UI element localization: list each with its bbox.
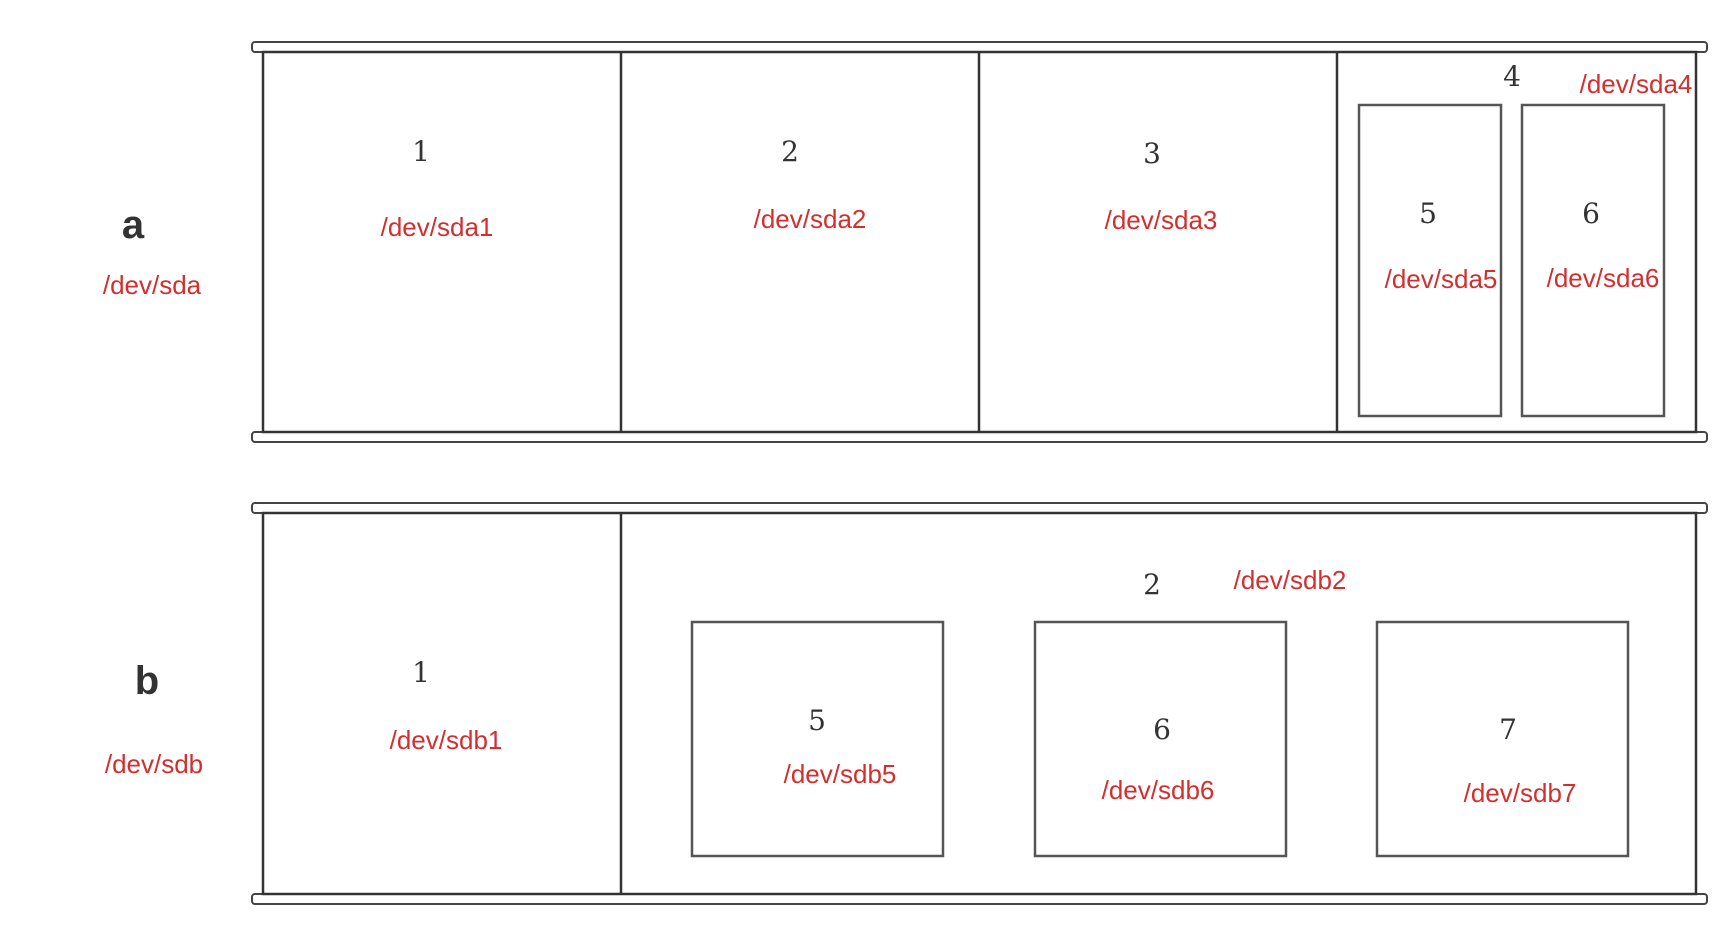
partition-number: 3 — [1143, 137, 1161, 170]
disk-a-partition-1: 1 /dev/sda1 — [381, 135, 494, 242]
partition-device: /dev/sda1 — [381, 212, 494, 242]
logical-number: 7 — [1499, 713, 1517, 746]
disk-b-partition-1: 1 /dev/sdb1 — [390, 656, 503, 755]
disk-a-logical-5-box — [1357, 103, 1503, 418]
disk-a-partition-3: 3 /dev/sda3 — [1105, 137, 1218, 235]
partition-device: /dev/sdb1 — [390, 725, 503, 755]
disk-a-partition-2: 2 /dev/sda2 — [754, 135, 867, 234]
logical-number: 5 — [808, 704, 826, 737]
disk-a-letter: a — [122, 203, 145, 247]
logical-device: /dev/sda6 — [1547, 263, 1660, 293]
disk-b: b /dev/sdb 1 /dev/sdb1 2 /dev/sdb2 5 /de… — [105, 502, 1708, 905]
partition-number: 4 — [1503, 60, 1521, 93]
disk-b-logical-5-box — [690, 620, 945, 858]
disk-a-top-rail — [251, 41, 1708, 53]
logical-number: 5 — [1419, 197, 1437, 230]
partition-device: /dev/sdb2 — [1234, 565, 1347, 595]
partition-device: /dev/sda2 — [754, 204, 867, 234]
partition-device: /dev/sda3 — [1105, 205, 1218, 235]
disk-a-bottom-rail — [251, 431, 1708, 443]
disk-a: a /dev/sda 1 /dev/sda1 2 /dev/sda2 3 /de… — [103, 41, 1708, 443]
disk-b-partition-2-extended: 2 /dev/sdb2 5 /dev/sdb5 6 /dev/sdb6 7 /d… — [690, 565, 1630, 858]
disk-b-letter: b — [135, 659, 159, 703]
disk-b-bottom-rail — [251, 893, 1708, 905]
partition-number: 1 — [412, 135, 430, 168]
logical-device: /dev/sda5 — [1385, 264, 1498, 294]
partition-number: 1 — [412, 656, 430, 689]
partition-device: /dev/sda4 — [1580, 69, 1693, 99]
logical-device: /dev/sdb7 — [1464, 778, 1577, 808]
logical-number: 6 — [1582, 197, 1600, 230]
disk-b-logical-6-box — [1033, 620, 1288, 858]
logical-device: /dev/sdb5 — [784, 759, 897, 789]
disk-a-device: /dev/sda — [103, 270, 202, 300]
disk-b-logical-7-box — [1375, 620, 1630, 858]
partition-number: 2 — [781, 135, 799, 168]
partition-number: 2 — [1143, 568, 1161, 601]
disk-b-device: /dev/sdb — [105, 749, 203, 779]
disk-b-top-rail — [251, 502, 1708, 514]
disk-a-partition-4-extended: 4 /dev/sda4 5 /dev/sda5 6 /dev/sda6 — [1357, 60, 1693, 418]
logical-number: 6 — [1153, 713, 1171, 746]
disk-a-logical-6-box — [1520, 103, 1666, 418]
logical-device: /dev/sdb6 — [1102, 775, 1215, 805]
